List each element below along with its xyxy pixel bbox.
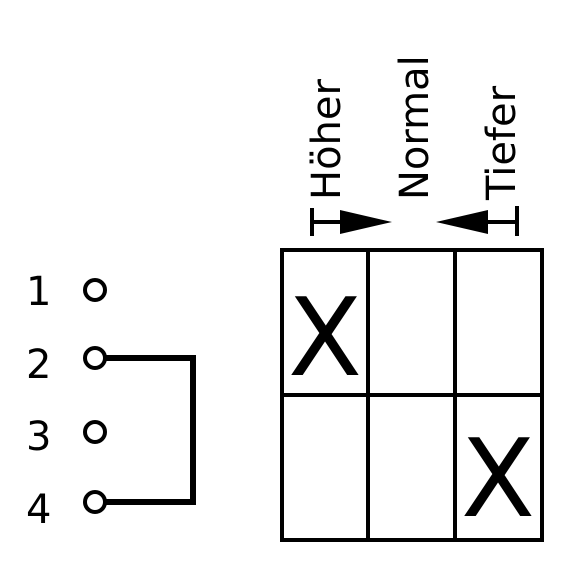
- contact-mark-r1-c1: X: [288, 276, 362, 401]
- jumper-wire: [105, 355, 196, 505]
- terminal-circle-4: [83, 490, 107, 514]
- terminal-circle-1: [83, 278, 107, 302]
- arrow-left-icon: [436, 206, 519, 236]
- position-label-tiefer: Tiefer: [479, 85, 525, 201]
- contact-grid: [280, 248, 544, 542]
- terminal-label-1: 1: [26, 269, 51, 315]
- terminal-label-2: 2: [26, 342, 51, 388]
- position-label-hoeher: Höher: [304, 78, 350, 200]
- position-label-normal: Normal: [392, 55, 438, 200]
- arrow-right-icon: [310, 208, 392, 236]
- terminal-circle-3: [83, 420, 107, 444]
- terminal-circle-2: [83, 346, 107, 370]
- contact-mark-r2-c3: X: [461, 417, 535, 542]
- terminal-label-3: 3: [26, 414, 51, 460]
- terminal-label-4: 4: [26, 487, 51, 533]
